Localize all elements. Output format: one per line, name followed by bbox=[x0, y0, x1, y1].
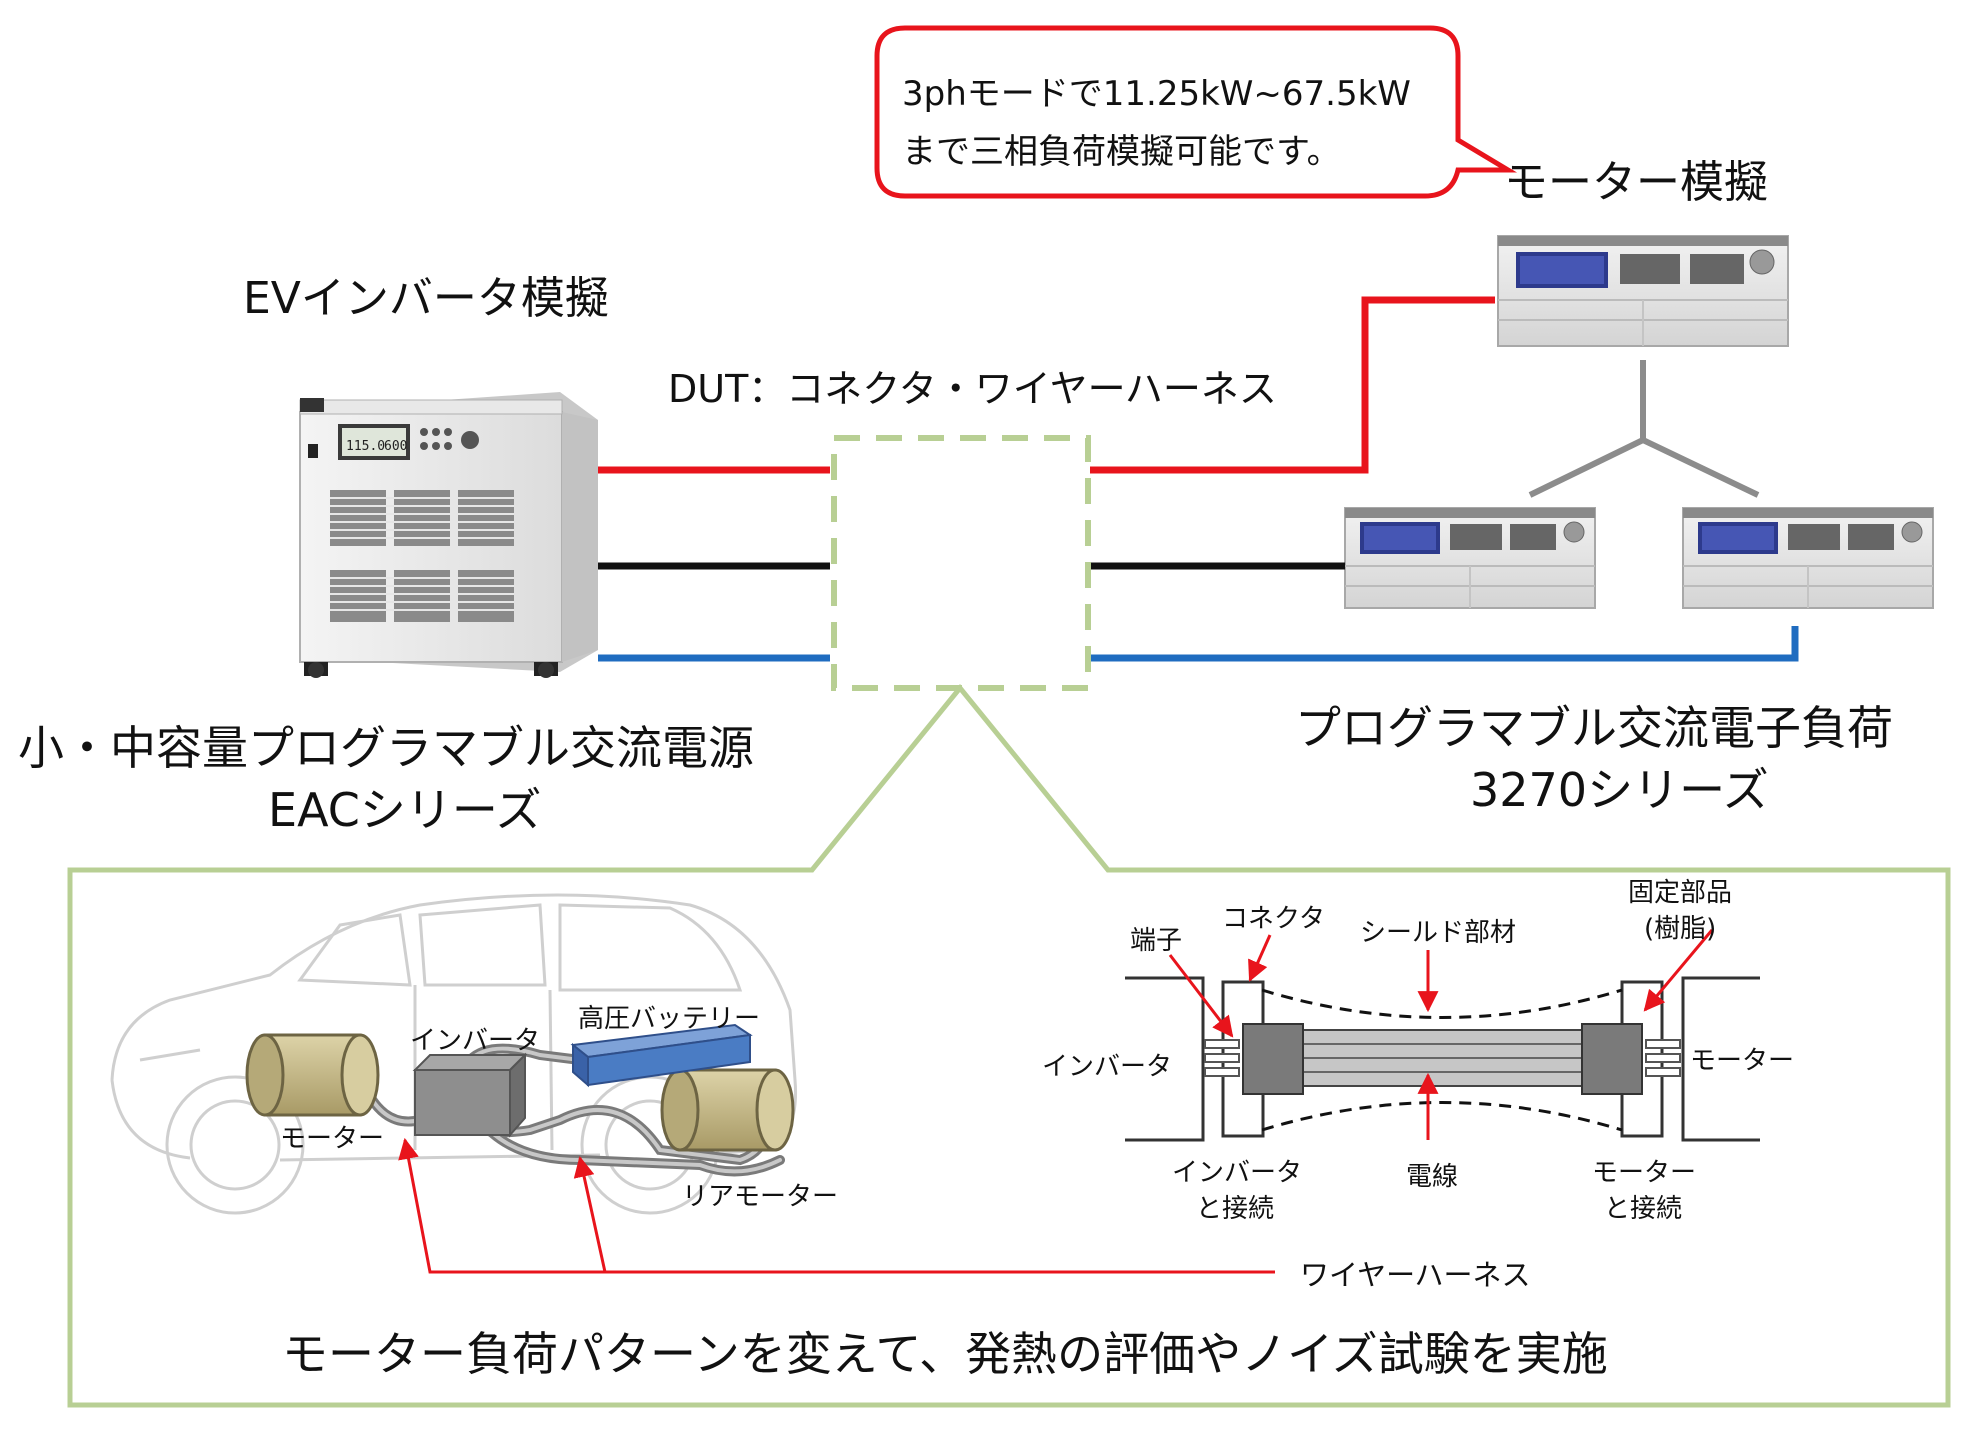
motor-conn-label-2: と接続 bbox=[1604, 1194, 1683, 1224]
car-harness-label: ワイヤーハーネス bbox=[1300, 1258, 1531, 1292]
front-motor-icon bbox=[245, 1033, 380, 1117]
detail-frame bbox=[67, 684, 1951, 1408]
car-inverter-icon bbox=[412, 1052, 528, 1138]
cross-section-pointers bbox=[1168, 929, 1714, 1140]
ev-inverter-sim-label: EVインバータ模擬 bbox=[243, 273, 609, 324]
electronic-load-bottom-right bbox=[1682, 507, 1934, 609]
motor-conn-label-1: モーター bbox=[1592, 1158, 1697, 1188]
eac-display-readout-left: 115.0 bbox=[346, 439, 385, 454]
inverter-conn-label-1: インバータ bbox=[1172, 1158, 1303, 1188]
motor-side-label: モーター bbox=[1690, 1046, 1795, 1076]
eac-title-line-1: 小・中容量プログラマブル交流電源 bbox=[18, 721, 754, 775]
callout-bubble bbox=[874, 25, 1518, 199]
car-inverter-label: インバータ bbox=[410, 1026, 541, 1056]
car-battery-icon bbox=[570, 1023, 753, 1088]
load-title-line-2: 3270シリーズ bbox=[1470, 763, 1769, 817]
connector-label: コネクタ bbox=[1222, 904, 1325, 934]
wire-label: 電線 bbox=[1406, 1162, 1459, 1192]
car-motor-label: モーター bbox=[280, 1124, 385, 1154]
harness-pointer-lines bbox=[398, 1137, 1275, 1274]
terminal-label: 端子 bbox=[1130, 926, 1183, 956]
fixed-part-label-2: (樹脂) bbox=[1644, 914, 1717, 944]
load-parallel-connector bbox=[1528, 360, 1760, 498]
dut-dashed-box bbox=[831, 435, 1091, 691]
bottom-caption: モーター負荷パターンを変えて、発熱の評価やノイズ試験を実施 bbox=[282, 1327, 1608, 1381]
rear-motor-icon bbox=[660, 1068, 795, 1152]
callout-line-2: まで三相負荷模擬可能です。 bbox=[902, 132, 1341, 172]
eac-title-line-2: EACシリーズ bbox=[268, 783, 542, 837]
inverter-side-label: インバータ bbox=[1042, 1052, 1173, 1082]
electronic-load-top bbox=[1497, 235, 1789, 347]
fixed-part-label-1: 固定部品 bbox=[1628, 878, 1733, 908]
electronic-load-bottom-left bbox=[1344, 507, 1596, 609]
callout-line-1: 3phモードで11.25kW~67.5kW bbox=[902, 74, 1411, 114]
eac-power-source-image bbox=[299, 392, 598, 678]
shield-label: シールド部材 bbox=[1360, 918, 1517, 948]
car-rear-motor-label: リアモーター bbox=[682, 1182, 839, 1212]
wire-blue-right bbox=[1090, 626, 1799, 662]
motor-sim-label: モーター模擬 bbox=[1504, 157, 1768, 208]
car-battery-label: 高圧バッテリー bbox=[578, 1004, 761, 1034]
load-title-line-1: プログラマブル交流電子負荷 bbox=[1295, 701, 1893, 755]
harness-cross-section bbox=[1125, 976, 1760, 1142]
dut-label: DUT：コネクタ・ワイヤーハーネス bbox=[668, 367, 1277, 411]
eac-display-readout-right: 600 bbox=[384, 439, 407, 454]
phase-wires bbox=[598, 296, 1799, 662]
inverter-conn-label-2: と接続 bbox=[1196, 1194, 1275, 1224]
wire-red-right bbox=[1090, 296, 1495, 474]
